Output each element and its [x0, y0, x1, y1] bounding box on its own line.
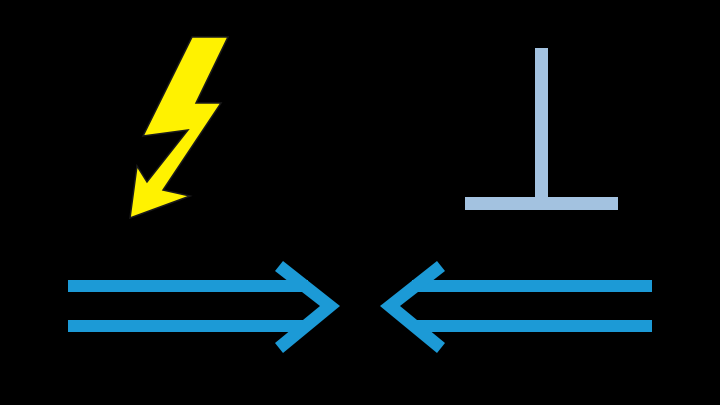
double-arrow-left-head	[380, 261, 445, 353]
perpendicular-icon	[465, 48, 618, 210]
double-arrow-right-shaft-bottom	[68, 320, 308, 332]
double-arrow-left-shaft-top	[412, 280, 652, 292]
double-arrow-left-icon	[380, 261, 652, 353]
double-arrow-right-shaft-top	[68, 280, 308, 292]
double-arrow-right-head	[275, 261, 340, 353]
double-arrow-right-icon	[68, 261, 340, 353]
lightning-bolt-icon	[129, 36, 230, 220]
perpendicular-stem	[535, 48, 548, 203]
double-arrow-left-shaft-bottom	[412, 320, 652, 332]
perpendicular-base	[465, 197, 618, 210]
